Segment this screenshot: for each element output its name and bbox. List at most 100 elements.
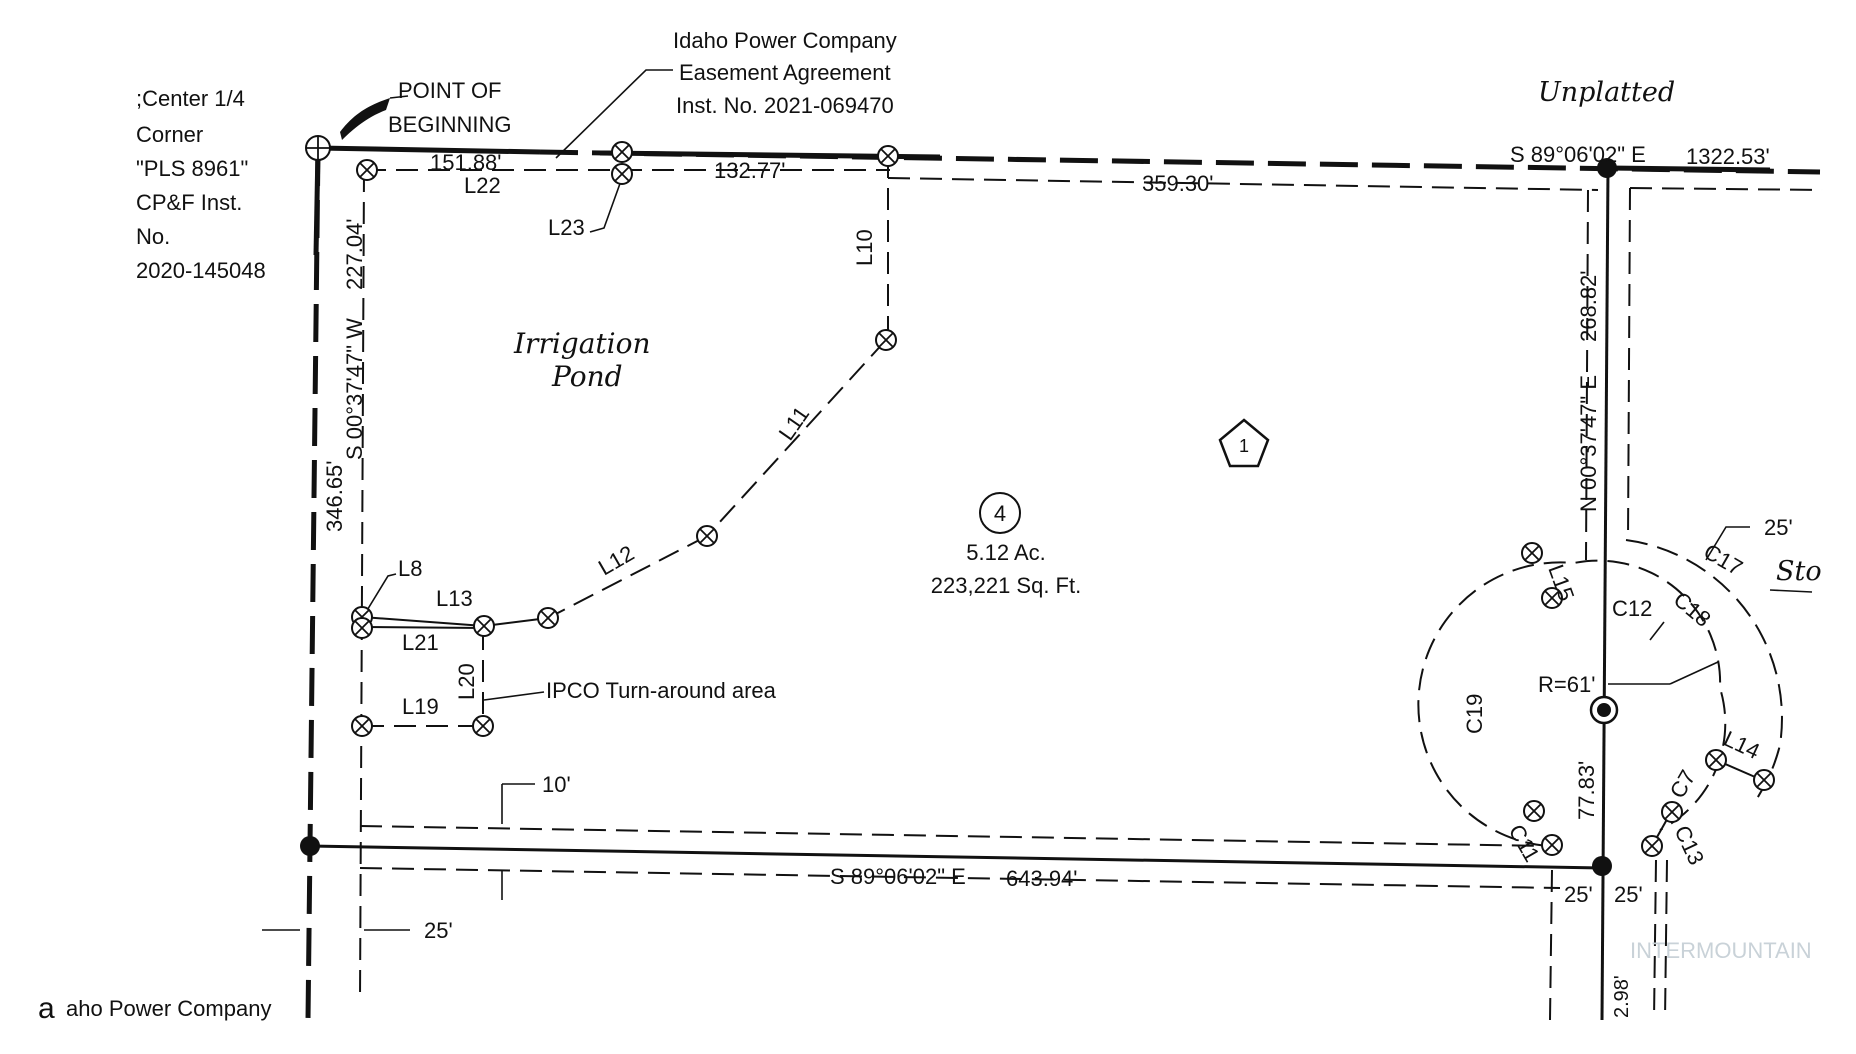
label-sto: Sto	[1776, 556, 1822, 587]
culdesac-outer-arc	[1625, 539, 1783, 801]
right-inner-bearing: N 00°37'47" E	[1576, 375, 1601, 512]
line-L11	[706, 339, 887, 537]
c12-leader	[1649, 621, 1665, 641]
center-corner-line-1: ;Center 1/4	[136, 86, 245, 111]
label-C12: C12	[1612, 596, 1652, 621]
right-lower-dashed-c	[1664, 859, 1668, 1021]
lot-number-circle	[979, 492, 1021, 534]
label-L11: L11	[774, 402, 815, 445]
pin-marker	[351, 617, 373, 639]
pin-marker	[1641, 835, 1663, 857]
bearing-bottom: S 89°06'02" E	[830, 864, 966, 889]
right-inner-distance: 268.82'	[1576, 271, 1601, 343]
pob-leader	[389, 95, 409, 99]
lot-number: 4	[994, 501, 1006, 526]
easement-leader	[555, 69, 673, 159]
pin-marker	[351, 715, 373, 737]
label-L22: L22	[464, 173, 501, 198]
distance-2: 2.98'	[1611, 975, 1633, 1018]
center-corner-line-6: 2020-145048	[136, 258, 266, 283]
right-lower-dashed-b	[1653, 859, 1657, 1021]
line-L12	[547, 535, 708, 619]
easement-line-3: Inst. No. 2021-069470	[676, 93, 894, 118]
partial-label-a: a	[38, 992, 55, 1025]
culdesac-inner-arc	[1417, 559, 1727, 847]
lot-area-acres: 5.12 Ac.	[966, 540, 1046, 565]
left-inner-distance: 227.04'	[342, 219, 367, 291]
label-L13: L13	[436, 586, 473, 611]
monument-center-corner	[305, 135, 331, 161]
L8-leader	[365, 573, 397, 613]
top-boundary-solid-right	[1607, 165, 1771, 173]
turnaround-leader	[483, 691, 545, 701]
pin-marker	[875, 329, 897, 351]
pentagon-number: 1	[1239, 436, 1249, 456]
pob-line-2: BEGINNING	[388, 112, 511, 137]
pin-marker	[472, 715, 494, 737]
line-L13	[361, 616, 485, 627]
line-L21	[361, 626, 485, 629]
pin-marker	[1521, 542, 1543, 564]
distance-10: 10'	[542, 772, 571, 797]
center-corner-line-3: "PLS 8961"	[136, 156, 248, 181]
bottom-setback-upper	[359, 825, 1549, 847]
label-L8: L8	[398, 556, 422, 581]
right-top-dashed	[1629, 187, 1823, 191]
pin-marker	[1661, 801, 1683, 823]
center-corner-line-4: CP&F Inst.	[136, 190, 242, 215]
pin-marker	[356, 159, 378, 181]
distance-bottom: 643.94'	[1006, 866, 1078, 891]
label-L10: L10	[852, 229, 877, 266]
right-lower-dashed-a	[1549, 869, 1553, 1021]
left-inner-bearing: S 00°37'47" W	[342, 318, 367, 460]
label-C18: C18	[1669, 587, 1716, 632]
bottom-left-label: aho Power Company	[66, 996, 271, 1021]
label-L19: L19	[402, 694, 439, 719]
label-C17: C17	[1700, 539, 1747, 581]
radius-leader-2	[1669, 661, 1719, 685]
lot-area-sqft: 223,221 Sq. Ft.	[931, 573, 1081, 598]
pob-arrow	[340, 98, 390, 140]
label-L21: L21	[402, 630, 439, 655]
top-boundary-solid	[317, 145, 541, 155]
pond-label-1: Irrigation	[513, 327, 651, 360]
pob-line-1: POINT OF	[398, 78, 502, 103]
culdesac-center-monument	[1589, 695, 1619, 725]
pentagon-icon	[1218, 418, 1270, 468]
distance-25-top: 25'	[1764, 515, 1793, 540]
left-boundary-solid-top	[313, 147, 321, 256]
distance-151: 151.88'	[430, 150, 502, 175]
label-C19: C19	[1462, 694, 1487, 734]
pin-marker	[537, 607, 559, 629]
watermark: INTERMOUNTAIN	[1630, 938, 1812, 963]
pin-marker	[611, 141, 633, 163]
pin-marker	[1523, 800, 1545, 822]
right-boundary	[1600, 167, 1610, 1021]
pin-marker	[1541, 834, 1563, 856]
distance-25-left: 25'	[424, 918, 453, 943]
distance-top: 1322.53'	[1686, 144, 1770, 169]
monument-bottom-left	[300, 836, 320, 856]
pin-marker	[611, 163, 633, 185]
pin-marker	[1753, 769, 1775, 791]
right-dashed-right	[1627, 187, 1631, 541]
unplatted-label: Unplatted	[1538, 77, 1675, 108]
distance-359: 359.30'	[1142, 171, 1214, 196]
monument-bottom-right	[1592, 856, 1612, 876]
c17-leader	[1705, 526, 1750, 561]
distance-25-a: 25'	[1564, 882, 1593, 907]
easement-line-1: Idaho Power Company	[673, 28, 897, 53]
label-C7: C7	[1665, 766, 1701, 803]
pin-marker	[696, 525, 718, 547]
inner-top-line-right	[887, 177, 1599, 191]
distance-132: 132.77'	[714, 158, 786, 183]
label-C13: C13	[1669, 822, 1709, 869]
sto-leader	[1769, 589, 1813, 593]
L23-leader	[589, 177, 623, 233]
radius-label: R=61'	[1538, 672, 1595, 697]
pin-marker	[877, 145, 899, 167]
turnaround-label: IPCO Turn-around area	[546, 678, 777, 703]
bearing-top: S 89°06'02" E	[1510, 142, 1646, 167]
label-C11: C11	[1504, 820, 1545, 866]
